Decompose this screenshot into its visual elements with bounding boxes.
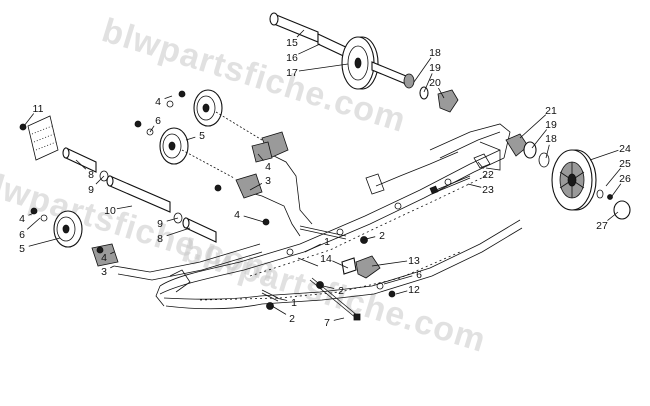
callout-leader-line	[332, 260, 349, 269]
callout-leader-line	[333, 317, 345, 321]
callout-leader-line	[607, 211, 619, 221]
part-number-callout: 9	[157, 218, 163, 230]
callout-leader-line	[166, 217, 179, 222]
part-number-callout: 16	[286, 52, 298, 64]
part-number-callout: 25	[619, 158, 631, 170]
part-number-callout: 26	[619, 173, 631, 185]
callout-leader-line	[271, 305, 287, 315]
callout-leader-line	[28, 237, 61, 247]
callout-leader-line	[249, 183, 263, 191]
part-number-callout: 27	[596, 220, 608, 232]
callout-leader-line	[438, 87, 445, 99]
part-number-callout: 13	[408, 255, 420, 267]
part-number-callout: 3	[265, 175, 271, 187]
slide-rail-frame	[113, 123, 523, 310]
callout-leader-line	[413, 57, 432, 83]
callout-leader-line	[383, 275, 413, 285]
part-number-callout: 1	[291, 297, 297, 309]
callout-leader-line	[110, 265, 115, 269]
callout-leader-line	[75, 159, 87, 170]
part-number-callout: 24	[619, 143, 631, 155]
watermark-text: blwpartsfiche.com	[178, 231, 491, 360]
part-number-callout: 6	[155, 115, 161, 127]
part-number-callout: 6	[19, 229, 25, 241]
part-number-callout: 2	[338, 285, 344, 297]
callout-leader-line	[304, 243, 321, 253]
part-number-callout: 4	[155, 96, 161, 108]
callout-leader-line	[611, 183, 622, 197]
callout-leader-line	[298, 43, 321, 55]
part-number-callout: 4	[19, 213, 25, 225]
callout-leader-line	[23, 113, 35, 127]
callout-leader-line	[477, 161, 484, 169]
callout-leader-line	[28, 212, 35, 216]
part-number-callout: 22	[482, 169, 494, 181]
callout-leader-line	[371, 260, 408, 267]
callout-leader-line	[519, 114, 547, 139]
part-number-callout: 5	[199, 130, 205, 142]
idler-wheels	[30, 89, 263, 248]
part-number-callout: 3	[101, 266, 107, 278]
part-number-callout: 1	[324, 236, 330, 248]
callout-leader-line	[166, 227, 191, 237]
part-number-callout: 23	[482, 184, 494, 196]
part-number-callout: 18	[545, 133, 557, 145]
callout-leader-line	[185, 136, 196, 141]
part-number-callout: 8	[88, 169, 94, 181]
callout-leader-line	[605, 168, 621, 187]
rear-shafts	[19, 115, 289, 267]
callout-leader-line	[395, 290, 408, 295]
part-number-callout: 2	[379, 230, 385, 242]
part-number-callout: 8	[157, 233, 163, 245]
callout-leader-line	[149, 125, 155, 133]
part-number-callout: 4	[265, 161, 271, 173]
part-number-callout: 7	[324, 317, 330, 329]
part-number-callout: 14	[320, 253, 332, 265]
part-number-callout: 9	[88, 184, 94, 196]
callout-leader-line	[545, 144, 550, 159]
callout-leader-line	[589, 149, 619, 161]
callout-leader-line	[531, 129, 547, 149]
part-number-callout: 11	[33, 103, 44, 115]
part-number-callout: 2	[289, 313, 295, 325]
part-number-callout: 18	[429, 47, 441, 59]
callout-leader-line	[116, 205, 133, 210]
callout-leader-line	[243, 215, 265, 223]
callout-leader-line	[110, 251, 115, 255]
part-number-callout: 19	[429, 62, 441, 74]
part-number-callout: 6	[416, 269, 422, 281]
rear-axle-assembly	[269, 12, 459, 113]
callout-leader-line	[95, 175, 105, 185]
center-hardware	[261, 225, 396, 321]
callout-leader-line	[275, 297, 288, 301]
part-number-callout: 19	[545, 119, 557, 131]
part-number-callout: 10	[104, 205, 116, 217]
callout-leader-line	[423, 73, 433, 93]
part-number-callout: 12	[408, 284, 420, 296]
part-number-callout: 15	[286, 37, 298, 49]
callout-leader-line	[467, 183, 482, 188]
part-number-callout: 17	[286, 67, 298, 79]
callout-leader-line	[296, 29, 305, 38]
part-number-callout: 21	[545, 105, 557, 117]
callout-leader-line	[322, 285, 335, 289]
front-idler-wheel-assembly	[429, 133, 631, 220]
part-number-callout: 5	[19, 243, 25, 255]
callout-leader-line	[298, 63, 349, 72]
part-number-callout: 20	[429, 77, 441, 89]
callout-leader-line	[361, 236, 376, 241]
callout-leader-line	[164, 95, 173, 100]
callout-leader-line	[26, 217, 41, 230]
part-number-callout: 4	[101, 252, 107, 264]
callout-leader-line	[257, 153, 264, 161]
part-number-callout: 4	[234, 209, 240, 221]
